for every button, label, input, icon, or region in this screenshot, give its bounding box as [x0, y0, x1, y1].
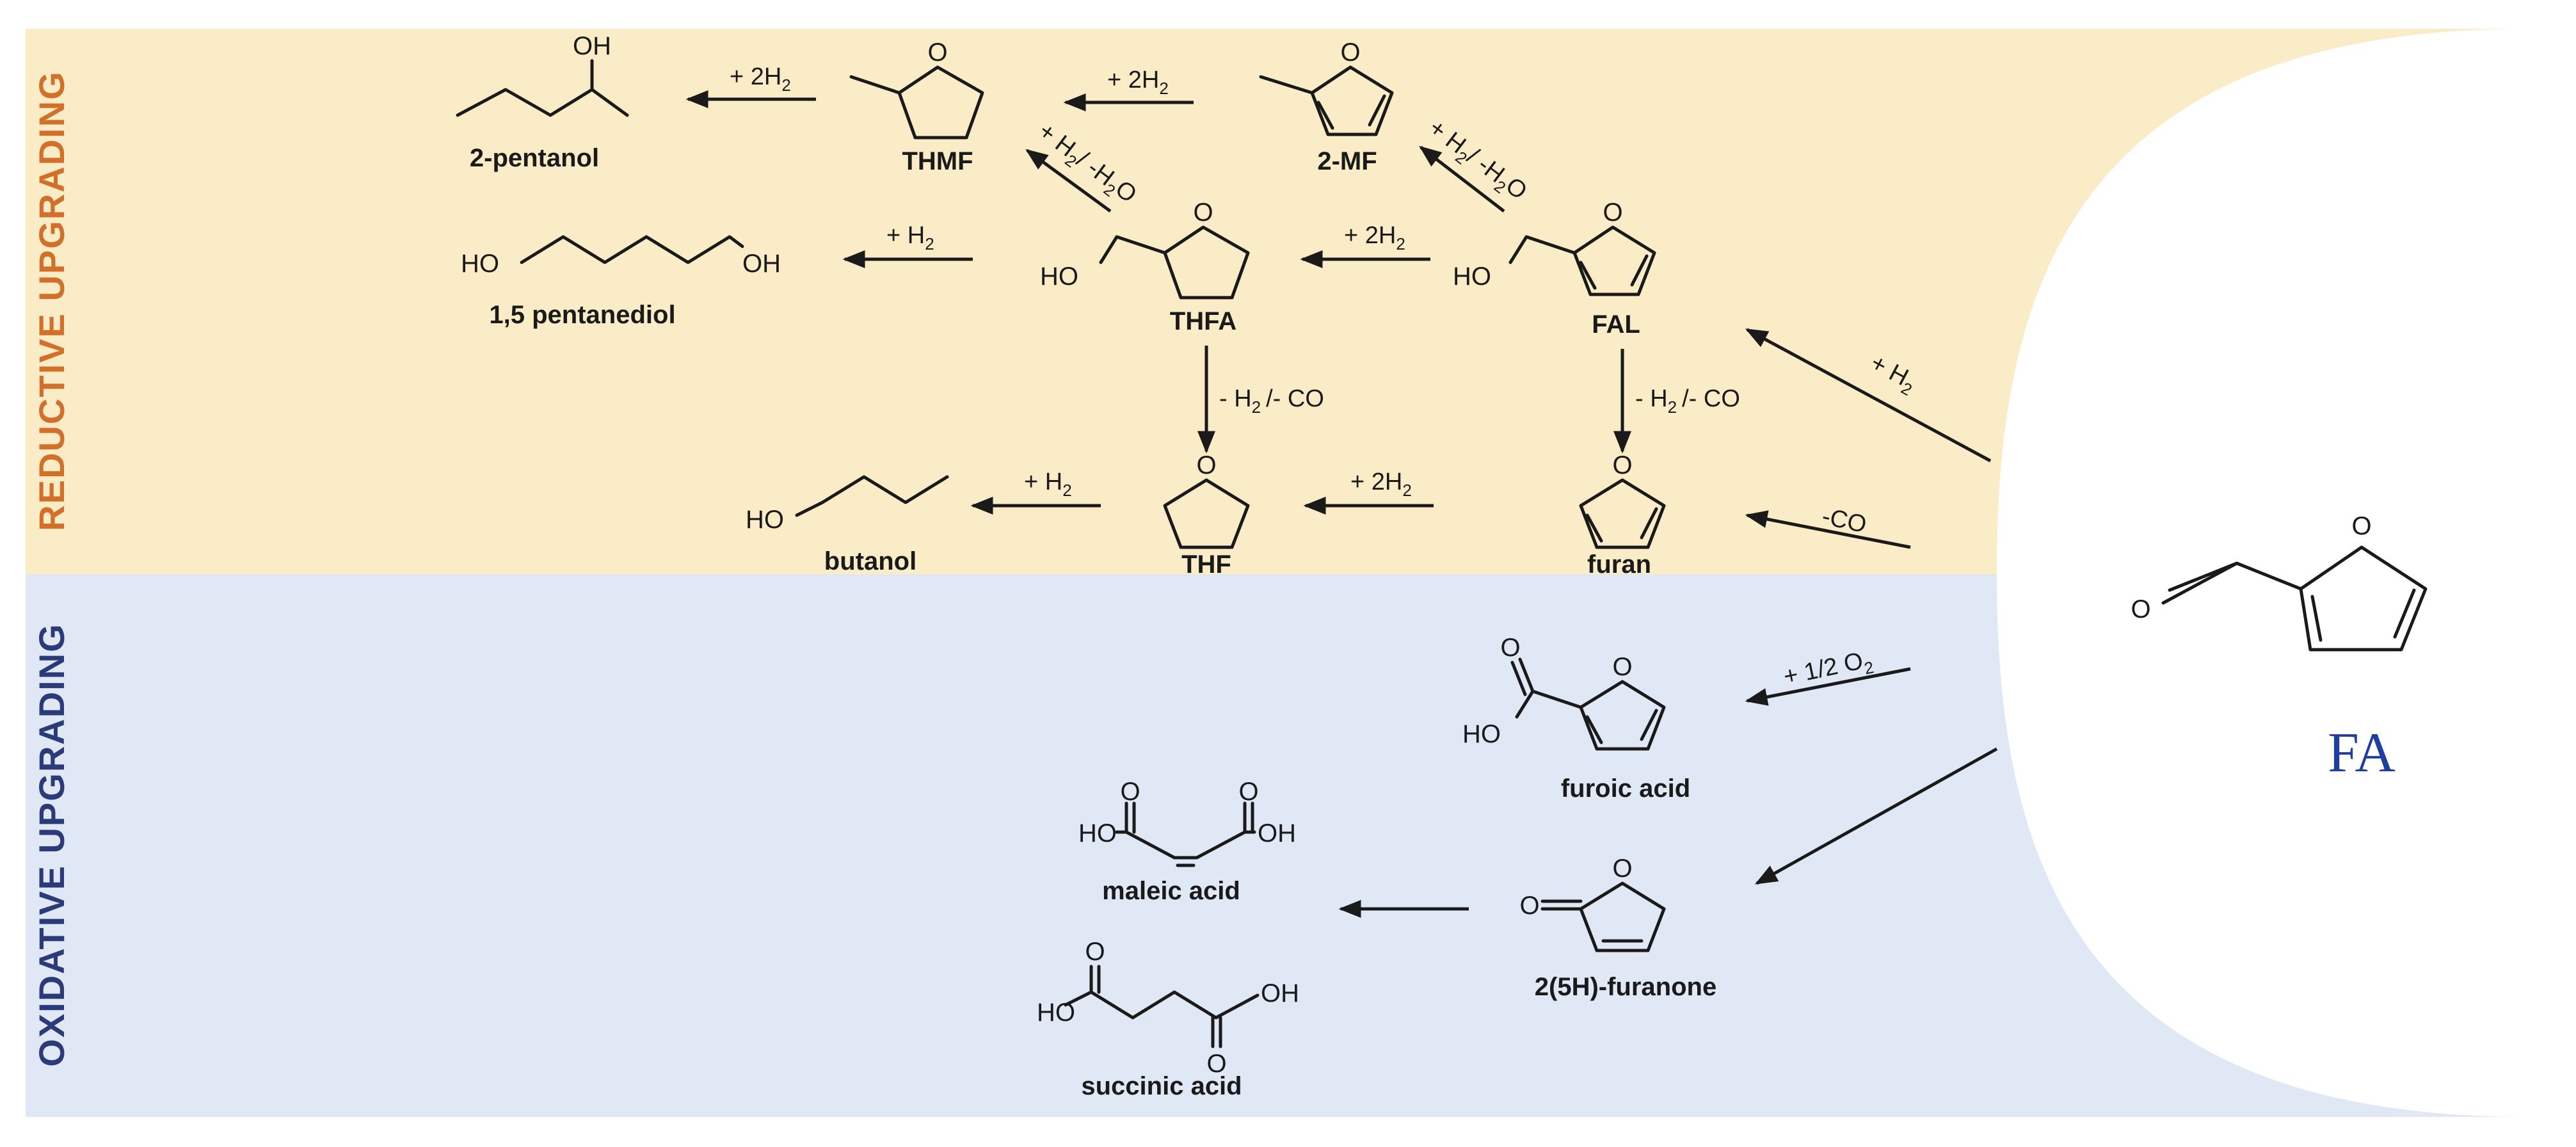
ring-oxygen: O	[1612, 854, 1632, 883]
compound-2-mf: O 2-MF	[1259, 38, 1394, 175]
reductive-title: REDUCTIVE UPGRADING	[31, 70, 72, 531]
compound-succinic-acid: O O HO OH succinic acid	[1037, 938, 1299, 1100]
compound-1-5-pentanediol: HO OH 1,5 pentanediol	[461, 235, 781, 329]
condition-plus-h2: + H2	[1024, 469, 1072, 500]
carbonyl-oxygen: O	[1519, 892, 1539, 920]
hydroxyl-label: HO	[746, 506, 784, 534]
compound-2-pentanol: OH 2-pentanol	[456, 32, 629, 172]
condition-plus-h2: + H2	[886, 222, 934, 253]
compound-thf: O THF	[1163, 451, 1250, 579]
compound-furoic-acid: O O HO furoic acid	[1462, 634, 1690, 803]
arrow-fa-to-furoic-acid	[1745, 667, 1911, 706]
hydroxyl-label: OH	[1258, 819, 1296, 847]
ring-oxygen: O	[1340, 38, 1360, 67]
fa-carbonyl-oxygen: O	[2131, 595, 2150, 623]
compound-butanol: HO butanol	[746, 475, 949, 575]
compound-label-furan: furan	[1587, 550, 1651, 579]
condition-plus-2h2: + 2H2	[1107, 67, 1169, 98]
hydroxyl-label: HO	[1040, 262, 1078, 291]
compound-label-2-5h-furanone: 2(5H)-furanone	[1535, 973, 1716, 1001]
compound-label-butanol: butanol	[824, 547, 916, 575]
arrow-thfa-to-thmf	[1025, 148, 1112, 213]
compound-thfa: O HO THFA	[1040, 198, 1250, 335]
carbonyl-oxygen: O	[1206, 1050, 1226, 1078]
compound-label-furoic-acid: furoic acid	[1561, 774, 1690, 803]
compound-2-5h-furanone: O O 2(5H)-furanone	[1519, 854, 1716, 1001]
carbonyl-oxygen: O	[1085, 938, 1105, 966]
arrow-fa-to-furanone	[1754, 747, 1998, 885]
ring-oxygen: O	[1603, 198, 1622, 227]
compound-fal: O HO FAL	[1453, 198, 1656, 339]
carbonyl-oxygen: O	[1500, 634, 1520, 662]
compound-label-fal: FAL	[1592, 310, 1640, 339]
fa-structure: O O FA	[2131, 512, 2428, 784]
compound-thmf: O THMF	[849, 38, 984, 175]
condition-minus-h2-minus-co: - H2/- CO	[1635, 385, 1740, 417]
hydroxyl-label: HO	[1453, 262, 1491, 291]
hydroxyl-label: HO	[1037, 999, 1075, 1027]
condition-plus-2h2: + 2H2	[1350, 469, 1412, 500]
compound-label-succinic-acid: succinic acid	[1081, 1072, 1242, 1100]
compound-label-2-pentanol: 2-pentanol	[470, 144, 599, 172]
hydroxyl-label: OH	[573, 32, 611, 60]
fa-ring-oxygen: O	[2351, 512, 2371, 540]
compound-maleic-acid: O O HO OH maleic acid	[1078, 778, 1296, 905]
ring-oxygen: O	[927, 38, 947, 67]
carbonyl-oxygen: O	[1238, 778, 1258, 806]
ring-oxygen: O	[1612, 653, 1632, 681]
arrow-fa-to-fal	[1745, 328, 1992, 463]
condition-plus-2h2: + 2H2	[1344, 222, 1405, 253]
compound-label-thf: THF	[1181, 550, 1231, 579]
ring-oxygen: O	[1612, 451, 1632, 479]
compound-label-2-mf: 2-MF	[1317, 147, 1377, 175]
hydroxyl-label: HO	[461, 250, 499, 278]
condition-plus-2h2: + 2H2	[730, 63, 791, 95]
fa-label: FA	[2328, 722, 2396, 784]
oxidative-title: OXIDATIVE UPGRADING	[31, 623, 72, 1066]
hydroxyl-label: OH	[1261, 979, 1299, 1007]
hydroxyl-label: HO	[1078, 819, 1117, 847]
arrow-fa-to-furan	[1745, 510, 1911, 549]
hydroxyl-label: HO	[1462, 720, 1501, 748]
compound-label-1-5-pentanediol: 1,5 pentanediol	[489, 301, 675, 329]
compound-label-thmf: THMF	[902, 147, 973, 175]
ring-oxygen: O	[1193, 198, 1213, 227]
arrow-fal-to-2-mf	[1419, 145, 1505, 213]
compound-label-maleic-acid: maleic acid	[1102, 877, 1240, 905]
carbonyl-oxygen: O	[1120, 778, 1140, 806]
compound-label-thfa: THFA	[1170, 307, 1236, 335]
ring-oxygen: O	[1196, 451, 1216, 479]
hydroxyl-label: OH	[742, 250, 781, 278]
condition-minus-h2-minus-co: - H2/- CO	[1219, 385, 1324, 417]
fa-half-disc	[1997, 29, 2566, 1117]
compound-furan: O furan	[1579, 451, 1666, 579]
